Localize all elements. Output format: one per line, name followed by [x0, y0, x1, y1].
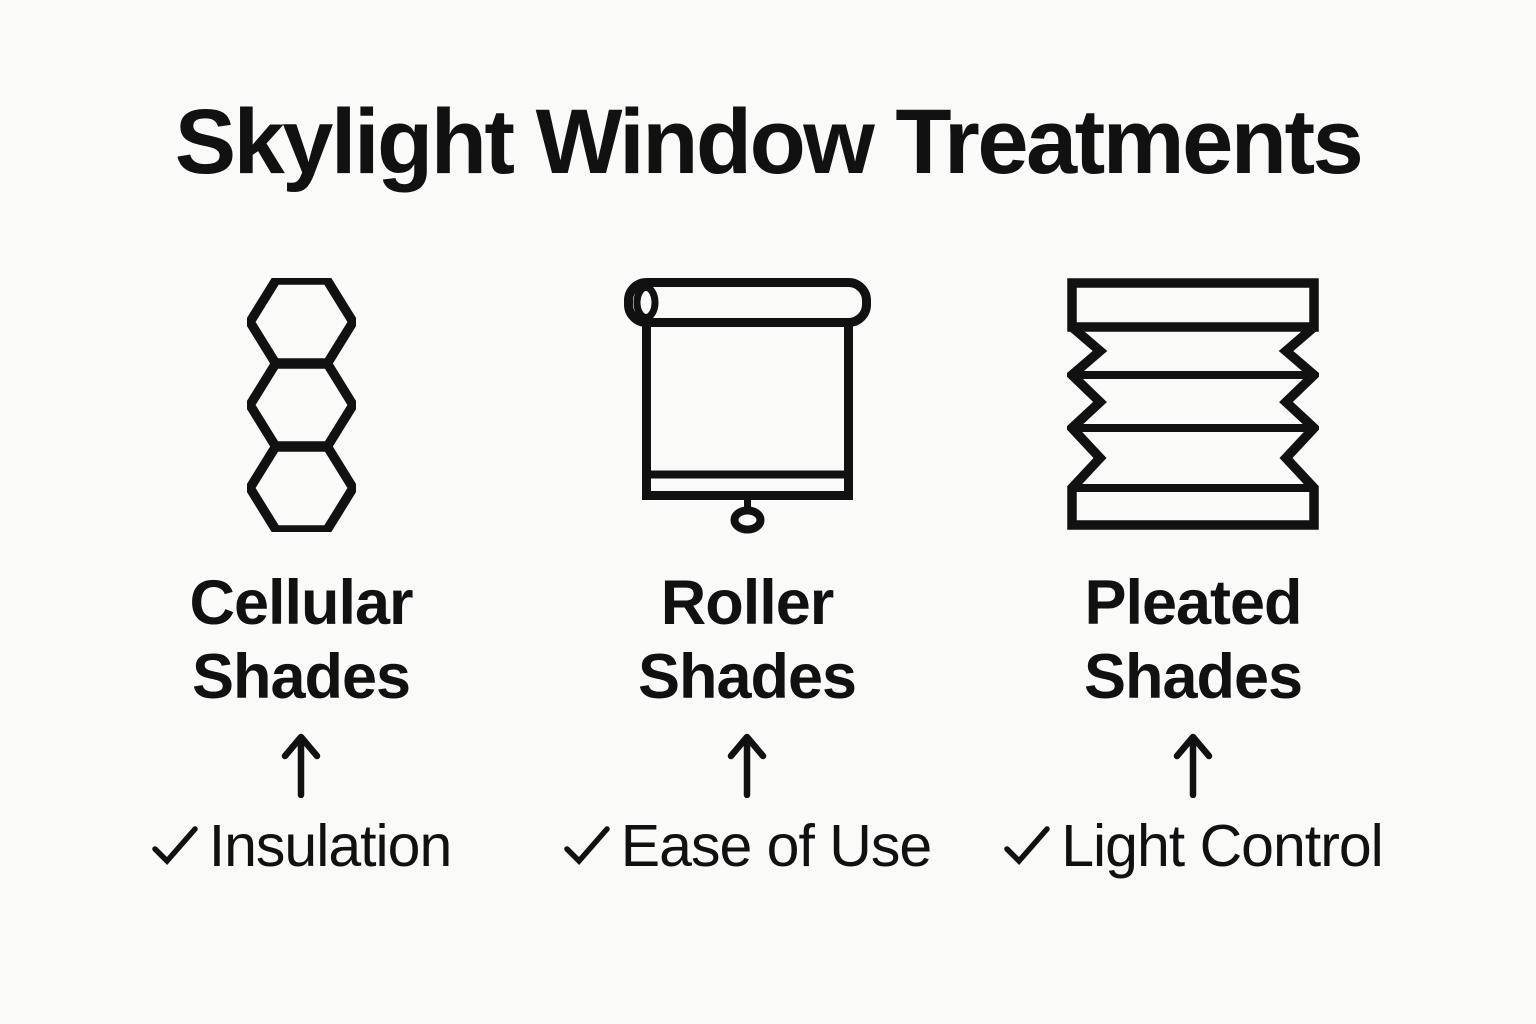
benefit-row: Insulation — [151, 812, 452, 880]
benefit-text: Insulation — [208, 813, 453, 879]
benefit-row: Light Control — [1003, 812, 1384, 880]
shade-label-line2: Shades — [1083, 642, 1303, 712]
roller-icon-box — [623, 278, 871, 534]
shade-label-line2: Shades — [191, 642, 411, 712]
roller-shades-icon — [623, 278, 871, 534]
up-arrow-icon — [281, 733, 321, 798]
benefit-text: Ease of Use — [620, 813, 932, 879]
treatment-column-pleated: Pleated Shades Light Control — [970, 278, 1416, 880]
treatment-column-cellular: Cellular Shades Insulation — [78, 278, 524, 880]
shade-label-line1: Pleated — [1084, 568, 1302, 638]
shade-label-cellular: Cellular Shades — [189, 566, 413, 714]
up-arrow-icon — [727, 733, 767, 798]
benefit-row: Ease of Use — [563, 812, 932, 880]
checkmark-icon — [564, 826, 610, 866]
checkmark-icon — [1004, 826, 1050, 866]
page-title: Skylight Window Treatments — [174, 91, 1364, 193]
checkmark-icon — [151, 826, 198, 866]
shade-label-line1: Roller — [660, 568, 835, 638]
treatment-column-roller: Roller Shades Ease of Use — [524, 278, 970, 880]
benefit-text: Light Control — [1061, 813, 1384, 879]
shade-label-pleated: Pleated Shades — [1083, 566, 1303, 714]
cellular-icon-box — [246, 278, 356, 534]
up-arrow-icon — [1173, 733, 1213, 798]
shade-label-line2: Shades — [637, 642, 857, 712]
treatments-row: Cellular Shades Insulation — [78, 278, 1418, 880]
cellular-shades-icon — [246, 278, 356, 532]
pleated-icon-box — [1067, 278, 1319, 534]
shade-label-roller: Roller Shades — [637, 566, 857, 714]
shade-label-line1: Cellular — [189, 568, 413, 638]
pleated-shades-icon — [1067, 278, 1319, 530]
